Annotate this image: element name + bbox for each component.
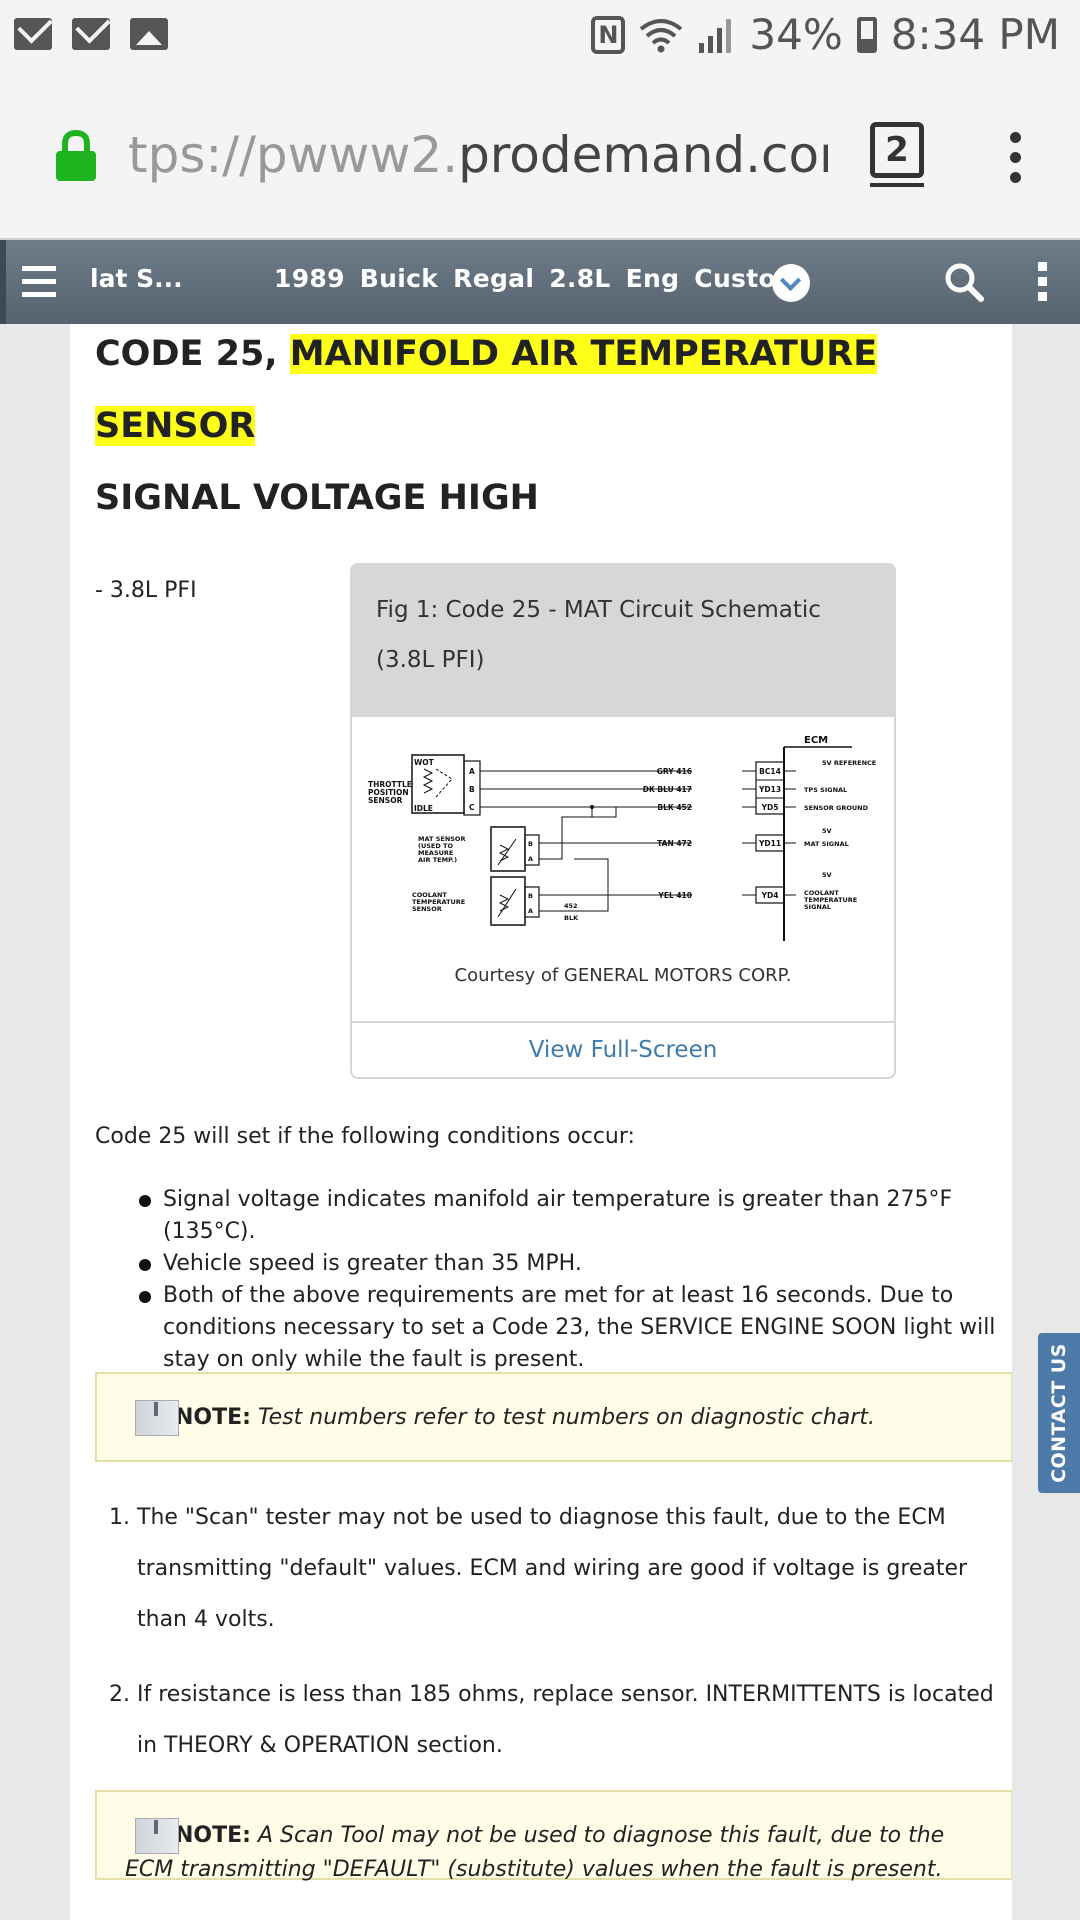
note-text: Test numbers refer to test numbers on di…: [257, 1405, 875, 1430]
ecm-signal-mat: MAT SIGNAL: [804, 840, 849, 848]
wifi-icon: [640, 18, 683, 52]
url-field[interactable]: tps://pwww2.prodemand.com/M: [128, 126, 828, 184]
app-toolbar: lat S... 1989 Buick Regal 2.8L Eng Custo…: [0, 240, 1080, 324]
ecm-signal-5v-3: 5V: [822, 871, 832, 879]
title-code: CODE 25,: [95, 334, 290, 374]
pin-a: A: [469, 767, 475, 776]
mat-pin-b: B: [528, 840, 533, 848]
battery-percent: 34%: [749, 10, 843, 59]
note-icon: [135, 1400, 179, 1436]
ecm-pin-yd11: YD11: [758, 839, 781, 848]
blk-wire-num: 452: [564, 902, 578, 910]
wire-yel: YEL 410: [657, 891, 692, 900]
cts-label-2: TEMPERATURE: [412, 898, 465, 906]
mat-label-1: MAT SENSOR: [418, 835, 465, 843]
tps-label-2: POSITION: [368, 788, 409, 797]
notification-icons: [14, 18, 168, 50]
ecm-pin-yd13: YD13: [758, 785, 781, 794]
ecm-signal-cts-3: SIGNAL: [804, 903, 831, 911]
vehicle-selector[interactable]: 1989 Buick Regal 2.8L Eng Custom: [274, 264, 803, 293]
tab-switcher-button[interactable]: 2: [870, 122, 924, 187]
browser-address-bar: tps://pwww2.prodemand.com/M 2: [0, 78, 1080, 240]
ecm-label: ECM: [804, 735, 828, 746]
hamburger-menu-icon[interactable]: [22, 266, 56, 305]
more-options-icon[interactable]: [1038, 262, 1048, 307]
figure-caption: Fig 1: Code 25 - MAT Circuit Schematic (…: [352, 565, 894, 717]
cts-label-1: COOLANT: [412, 891, 447, 899]
contact-us-label: CONTACT US: [1048, 1343, 1070, 1483]
schematic-drawing: WOT IDLE THROTTLE POSITION SENSOR A B C …: [368, 735, 876, 941]
article-body: CODE 25, MANIFOLD AIR TEMPERATURE SENSOR…: [95, 324, 1000, 603]
tps-label-1: THROTTLE: [368, 780, 412, 789]
ecm-signal-cts-1: COOLANT: [804, 889, 839, 897]
url-host: prodemand.com/M: [458, 126, 828, 184]
note-label: NOTE:: [175, 1823, 251, 1848]
note-icon: [135, 1818, 179, 1854]
note-text: A Scan Tool may not be used to diagnose …: [125, 1823, 945, 1882]
mail-icon: [14, 18, 52, 50]
ecm-signal-cts-2: TEMPERATURE: [804, 896, 857, 904]
lock-icon: [56, 130, 96, 181]
ecm-pin-bc14: BC14: [759, 767, 781, 776]
ecm-signal-5v-2: 5V: [822, 827, 832, 835]
mat-label-3: MEASURE: [418, 849, 453, 857]
clock: 8:34 PM: [890, 10, 1060, 59]
pin-b: B: [469, 785, 475, 794]
list-item: The "Scan" tester may not be used to dia…: [137, 1492, 1000, 1645]
ecm-pin-yd5: YD5: [761, 803, 779, 812]
nfc-icon: N: [591, 15, 626, 54]
cts-label-3: SENSOR: [412, 905, 442, 913]
url-scheme: tps://pwww2.: [128, 126, 459, 184]
wire-dkblu: DK BLU 417: [643, 785, 692, 794]
note-label: NOTE:: [175, 1405, 251, 1430]
system-icons: N 34% 8:34 PM: [591, 10, 1060, 59]
cts-pin-a: A: [528, 907, 533, 915]
note-box: NOTE: Test numbers refer to test numbers…: [95, 1372, 1012, 1462]
image-icon: [130, 18, 168, 50]
mat-label-4: AIR TEMP.): [418, 856, 457, 864]
list-item: Signal voltage indicates manifold air te…: [139, 1184, 1000, 1248]
mail-icon: [72, 18, 110, 50]
blk-wire-color: BLK: [564, 914, 579, 922]
tps-label-3: SENSOR: [368, 796, 403, 805]
wire-gry: GRY 416: [657, 767, 692, 776]
wire-tan: TAN 472: [657, 839, 692, 848]
mat-pin-a: A: [528, 855, 533, 863]
ecm-signal-ground: SENSOR GROUND: [804, 804, 869, 812]
wot-label: WOT: [414, 758, 435, 767]
signal-icon: [699, 18, 732, 53]
test-steps: The "Scan" tester may not be used to dia…: [95, 1492, 1000, 1795]
idle-label: IDLE: [414, 804, 433, 813]
ecm-signal-tps: TPS SIGNAL: [804, 786, 847, 794]
browser-menu-icon[interactable]: [1010, 132, 1022, 188]
figure-card: Fig 1: Code 25 - MAT Circuit Schematic (…: [350, 563, 896, 1079]
article-page: CODE 25, MANIFOLD AIR TEMPERATURE SENSOR…: [70, 324, 1012, 1920]
figure-credit: Courtesy of GENERAL MOTORS CORP.: [454, 965, 792, 986]
status-bar: N 34% 8:34 PM: [0, 0, 1080, 78]
ecm-pin-yd4: YD4: [761, 891, 779, 900]
page-title: CODE 25, MANIFOLD AIR TEMPERATURE SENSOR…: [95, 324, 1000, 534]
breadcrumb[interactable]: lat S...: [90, 264, 183, 293]
cts-pin-b: B: [528, 892, 533, 900]
engine-subtitle: - 3.8L PFI: [95, 578, 197, 603]
conditions-list: Signal voltage indicates manifold air te…: [95, 1184, 1000, 1376]
list-item: If resistance is less than 185 ohms, rep…: [137, 1669, 1000, 1771]
note-box: NOTE: A Scan Tool may not be used to dia…: [95, 1790, 1012, 1882]
circuit-schematic[interactable]: WOT IDLE THROTTLE POSITION SENSOR A B C …: [352, 717, 894, 957]
contact-us-tab[interactable]: CONTACT US: [1038, 1333, 1080, 1493]
ecm-signal-5v: 5V REFERENCE: [822, 759, 876, 767]
list-item: Vehicle speed is greater than 35 MPH.: [139, 1248, 1000, 1280]
chevron-down-icon[interactable]: [772, 264, 810, 302]
view-full-screen-link[interactable]: View Full-Screen: [352, 1021, 894, 1077]
battery-icon: [856, 16, 877, 53]
mat-label-2: (USED TO: [418, 842, 453, 850]
pin-c: C: [469, 803, 475, 812]
search-icon[interactable]: [944, 262, 984, 302]
conditions-intro: Code 25 will set if the following condit…: [95, 1124, 635, 1149]
wire-blk: BLK 452: [657, 803, 692, 812]
list-item: Both of the above requirements are met f…: [139, 1280, 1000, 1376]
title-line2: SIGNAL VOLTAGE HIGH: [95, 478, 539, 518]
